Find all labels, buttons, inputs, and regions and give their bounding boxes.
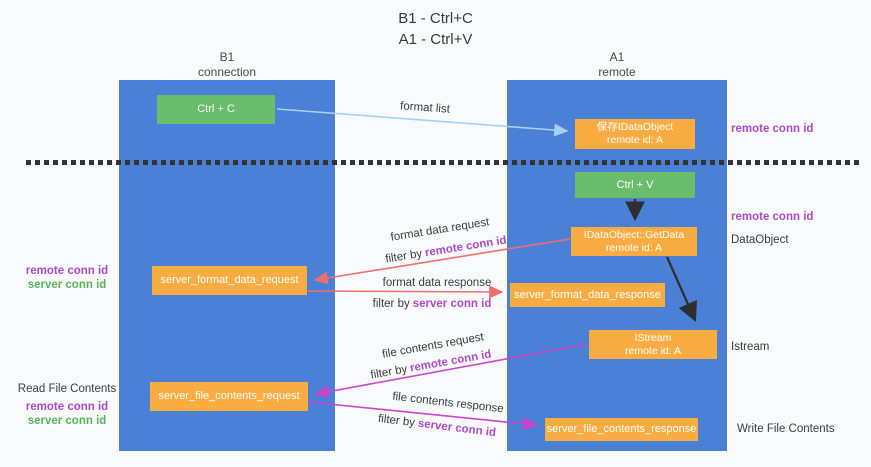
diagram-title: B1 - Ctrl+C A1 - Ctrl+V	[0, 8, 871, 50]
server-file-contents-response-box: server_file_contents_response	[545, 418, 698, 441]
lane-a1-name: A1	[609, 50, 625, 64]
filter-by-text: filter by	[372, 298, 410, 310]
format-data-response-label: format data response	[382, 277, 492, 289]
dataobject-annotation: DataObject	[731, 234, 789, 246]
file-contents-response-label: file contents response	[391, 390, 505, 416]
save-idataobject-box: 保存IDataObject remote id: A	[575, 119, 695, 149]
remote-conn-id-annotation: remote conn id	[25, 265, 109, 277]
getdata-line2: remote id: A	[605, 241, 663, 254]
remote-conn-id-annotation: remote conn id	[25, 401, 109, 413]
server-format-data-response-box: server_format_data_response	[510, 283, 665, 307]
remote-conn-id-annotation: remote conn id	[731, 123, 814, 135]
lane-b1-name: B1	[219, 50, 235, 64]
lane-header-b1: B1 connection	[147, 50, 307, 80]
server-conn-id-keyword: server conn id	[412, 298, 492, 310]
server-conn-id-annotation: server conn id	[27, 415, 107, 427]
save-idataobject-line2: remote id: A	[606, 134, 664, 146]
ctrl-v-label: Ctrl + V	[616, 178, 654, 191]
diagram-title-line2: A1 - Ctrl+V	[398, 31, 473, 48]
server-format-data-request-label: server_format_data_request	[160, 274, 299, 286]
read-file-contents-annotation: Read File Contents	[17, 383, 117, 395]
server-file-contents-response-label: server_file_contents_response	[546, 423, 697, 435]
istream-box: IStream remote id: A	[589, 330, 717, 359]
lane-b1-role: connection	[197, 65, 257, 79]
format-data-response-arrow	[307, 285, 504, 299]
istream-line2: remote id: A	[624, 344, 682, 357]
ctrl-c-label: Ctrl + C	[197, 103, 235, 115]
server-format-data-request-box: server_format_data_request	[152, 266, 307, 295]
filter-by-text: filter by	[369, 363, 409, 382]
ctrl-v-box: Ctrl + V	[575, 172, 695, 198]
diagram-title-line1: B1 - Ctrl+C	[398, 10, 473, 27]
server-format-data-response-label: server_format_data_response	[514, 288, 661, 301]
getdata-line1: IDataObject::GetData	[583, 228, 685, 241]
idataobject-getdata-box: IDataObject::GetData remote id: A	[571, 227, 697, 256]
filter-by-text: filter by	[377, 412, 416, 430]
lane-a1-role: remote	[598, 65, 636, 79]
remote-conn-id-keyword: remote conn id	[424, 234, 508, 260]
server-file-contents-request-label: server_file_contents_request	[158, 390, 300, 402]
save-idataobject-line1: 保存IDataObject	[596, 121, 674, 133]
filter-by-text: filter by	[384, 247, 424, 266]
remote-conn-id-annotation: remote conn id	[731, 211, 814, 223]
server-conn-id-keyword: server conn id	[417, 417, 497, 440]
format-list-label: format list	[399, 100, 451, 116]
ctrl-c-box: Ctrl + C	[157, 95, 275, 124]
server-conn-id-annotation: server conn id	[27, 279, 107, 291]
istream-line1: IStream	[634, 331, 672, 344]
server-file-contents-request-box: server_file_contents_request	[150, 382, 308, 411]
istream-annotation: Istream	[731, 341, 770, 353]
phase-separator-dashed-line	[26, 160, 862, 165]
lane-header-a1: A1 remote	[537, 50, 697, 80]
write-file-contents-annotation: Write File Contents	[737, 423, 835, 435]
